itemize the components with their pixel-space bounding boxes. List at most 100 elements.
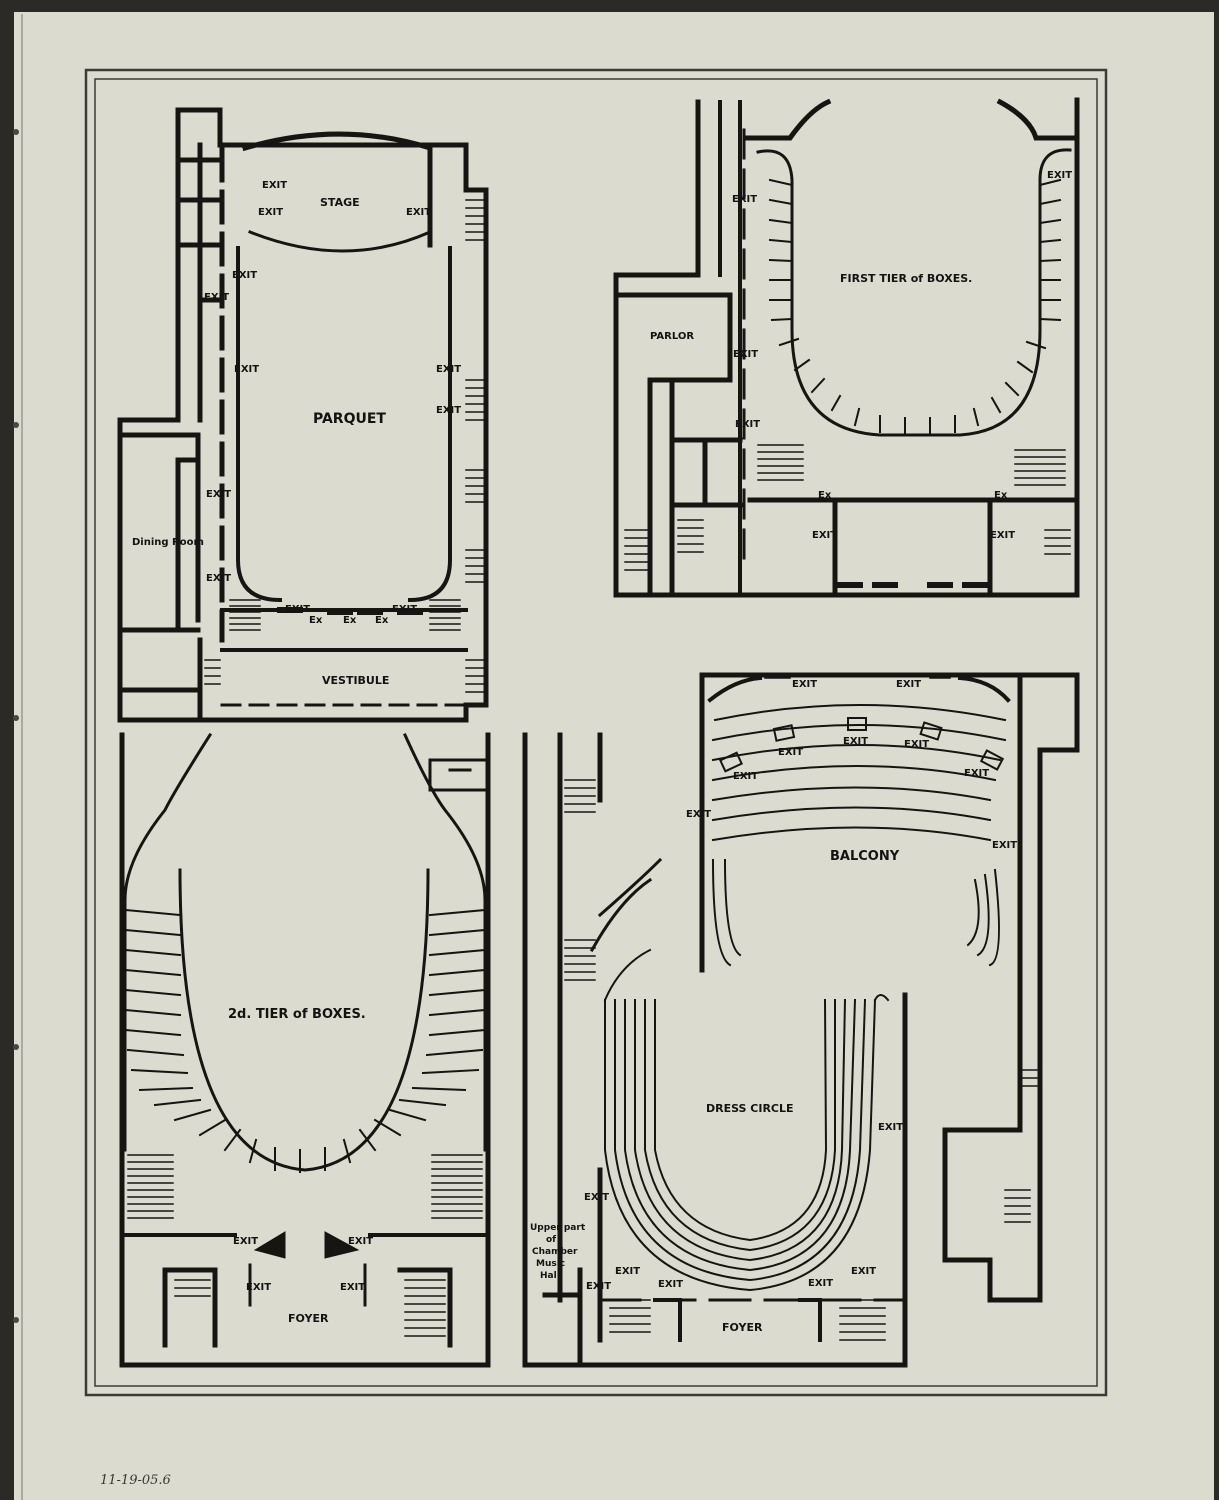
parquet-labels: PARQUET STAGE VESTIBULE Dining Room EXIT… [132, 180, 461, 687]
exit-label: EXIT [586, 1281, 611, 1292]
stair-treads [127, 1154, 483, 1337]
stair-treads-left [204, 599, 461, 685]
binding-hole [13, 715, 19, 721]
exit-label: EXIT [233, 1236, 258, 1247]
partition-lines [123, 908, 487, 1173]
dress-circle-top-curve [603, 948, 890, 1002]
exit-label: EXIT [843, 736, 868, 747]
balcony-labels: BALCONY DRESS CIRCLE FOYER Upper part of… [530, 679, 1017, 1334]
dining-room-label: Dining Room [132, 537, 204, 548]
dress-circle-row [634, 998, 847, 1262]
dress-circle-wall [522, 732, 908, 1368]
first-tier-arch-right [996, 98, 1080, 141]
exit-label: EXIT [436, 364, 461, 375]
exit-label: EXIT [234, 364, 259, 375]
exit-label: EXIT [285, 604, 310, 615]
second-tier-title: 2d. TIER of BOXES. [228, 1007, 366, 1022]
dress-circle-foyer [653, 1298, 822, 1342]
balcony-u-row [711, 858, 742, 967]
page-frame [84, 68, 1108, 1397]
box-partitions [768, 178, 1062, 435]
exit-label: EXIT [851, 1266, 876, 1277]
vestibule-label: VESTIBULE [322, 674, 389, 687]
stair-treads [564, 677, 1041, 1341]
chamber-hall-label: Chamber [532, 1247, 578, 1257]
binding-hole [13, 1044, 19, 1050]
second-tier-stairs [127, 1154, 483, 1337]
dress-circle-row [624, 998, 857, 1272]
foyer-label: FOYER [722, 1321, 763, 1334]
binding-hole [13, 422, 19, 428]
exit-label: EXIT [406, 207, 431, 218]
balcony-row [711, 724, 1007, 742]
exit-label: EXIT [206, 489, 231, 500]
first-tier-outer-wall [613, 97, 1080, 598]
exit-label: EXIT [808, 1278, 833, 1289]
second-tier-partitions [123, 908, 487, 1173]
dress-circle-row [614, 998, 867, 1282]
chamber-hall-label: Hall [540, 1271, 560, 1281]
exit-label: EXIT [658, 1279, 683, 1290]
dress-circle-curve-wall [589, 857, 663, 953]
exit-label: EXIT [206, 573, 231, 584]
parquet-stairs [204, 199, 485, 693]
parquet-auditorium-outline [236, 246, 452, 603]
paper-sheet [14, 12, 1214, 1500]
second-tier-floor-plan [119, 732, 491, 1368]
stage-apron-curve [248, 230, 432, 253]
binding-hole [13, 1317, 19, 1323]
exit-doors [277, 607, 423, 615]
parquet-service-rooms [117, 157, 225, 723]
balcony-row [711, 806, 992, 822]
exit-label: EXIT [246, 1282, 271, 1293]
exit-label: EXIT [992, 840, 1017, 851]
dress-circle-row [604, 998, 877, 1292]
balcony-title: BALCONY [830, 849, 900, 864]
first-tier-parlor [615, 292, 733, 598]
exit-label: EXIT [615, 1266, 640, 1277]
exit-label: EXIT [686, 809, 711, 820]
parquet-outer-wall [117, 107, 489, 723]
first-tier-title: FIRST TIER of BOXES. [840, 272, 972, 285]
first-tier-labels: FIRST TIER of BOXES. PARLOR EXIT EXIT EX… [650, 170, 1072, 541]
chamber-hall-label: of [546, 1235, 556, 1245]
balcony-row [711, 786, 992, 802]
foyer-wedges [253, 1231, 360, 1259]
chamber-hall-walls [542, 1167, 603, 1368]
balcony-side-wall [699, 672, 1023, 1023]
exit-label: EXIT [348, 1236, 373, 1247]
foyer-label: FOYER [288, 1312, 329, 1325]
first-tier-arch-left [742, 98, 832, 141]
balcony-exit-boxes [718, 717, 1005, 773]
exit-label: EXIT [392, 604, 417, 615]
exit-label: EXIT [436, 405, 461, 416]
second-tier-box-ring [178, 868, 430, 1172]
second-tier-labels: 2d. TIER of BOXES. FOYER EXIT EXIT EXIT … [228, 1007, 373, 1325]
dress-circle-title: DRESS CIRCLE [706, 1102, 794, 1115]
dress-circle-rows [603, 948, 890, 1292]
first-tier-floor-plan [613, 97, 1080, 598]
frame-outer [84, 68, 1108, 1397]
second-tier-outer-wall [119, 732, 491, 1368]
proscenium-stage-edge [241, 131, 433, 248]
first-tier-rooms [669, 437, 1080, 593]
balcony-outer-wall [699, 672, 1080, 1303]
exit-label: EXIT [733, 771, 758, 782]
stair-treads [465, 199, 485, 693]
exit-label: EXIT [904, 739, 929, 750]
balcony-stairs [564, 677, 1041, 1341]
binding-hole [13, 129, 19, 135]
box-partition-lines [768, 178, 1062, 435]
exit-box [919, 721, 943, 741]
balcony-row [711, 744, 1002, 762]
exit-label: EXIT [732, 194, 757, 205]
exit-box [979, 749, 1005, 771]
balcony-floor-plan [522, 672, 1080, 1368]
balcony-seat-rows [711, 704, 1007, 967]
exit-label: EXIT [1047, 170, 1072, 181]
binding-holes [13, 129, 19, 1323]
parquet-left-corridor [117, 142, 203, 633]
archive-annotation: 11-19-05.6 [100, 1473, 171, 1488]
exit-label: EXIT [778, 747, 803, 758]
